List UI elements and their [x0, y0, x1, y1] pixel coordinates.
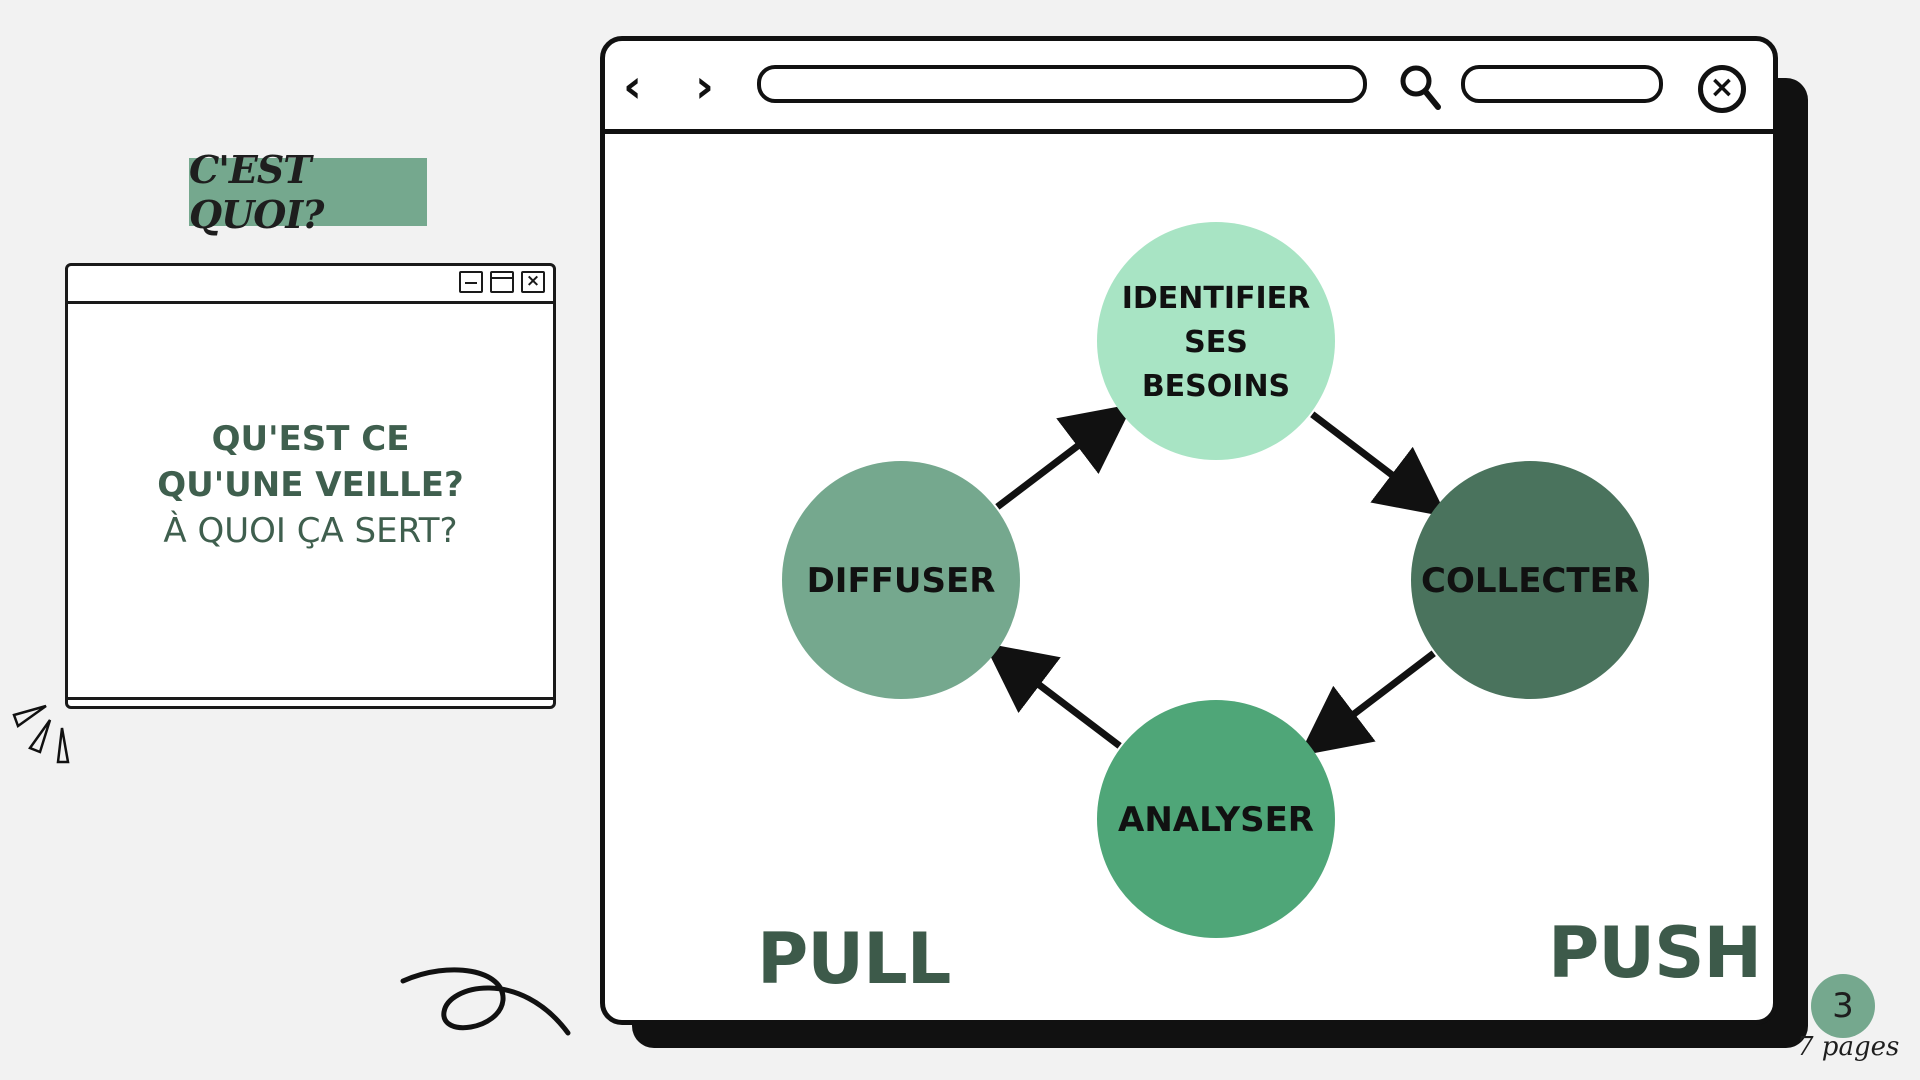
cycle-nodes: IDENTIFIER SES BESOINS COLLECTER ANALYSER DIF…: [782, 222, 1649, 938]
spark-mark-1: [12, 704, 47, 728]
arrow-analyser-to-diffuser: [983, 642, 1122, 749]
loop-doodle: [400, 967, 571, 1036]
cycle-node-label: SES: [1184, 325, 1248, 360]
section-tag: C'EST QUOI?: [189, 147, 427, 237]
cycle-node-collecter: COLLECTER: [1411, 461, 1649, 699]
cycle-node-label: IDENTIFIER: [1122, 281, 1311, 316]
minimize-icon[interactable]: [459, 271, 483, 293]
close-circle-icon[interactable]: ×: [1698, 65, 1746, 113]
window-close-icon[interactable]: ×: [521, 271, 545, 293]
cycle-node-circle: [1097, 700, 1335, 938]
cycle-node-circle: [782, 461, 1020, 699]
cycle-node-diffuser: DIFFUSER: [782, 461, 1020, 699]
window-controls: ×: [459, 271, 545, 293]
cycle-node-circle: [1097, 222, 1335, 460]
push-label: PUSH: [1548, 912, 1762, 994]
arrow-identifier-to-collecter: [1310, 411, 1448, 518]
cycle-node-label: COLLECTER: [1421, 561, 1639, 601]
page-number-badge: 3: [1811, 974, 1875, 1038]
info-window-titlebar: ×: [68, 266, 553, 304]
cycle-node-label: BESOINS: [1142, 369, 1290, 404]
section-tag-label: C'EST QUOI?: [189, 147, 324, 237]
pull-label: PULL: [757, 918, 951, 1000]
spark-mark-2: [28, 719, 52, 754]
chevron-left-icon[interactable]: ‹: [623, 59, 642, 113]
info-question: QU'EST CE QU'UNE VEILLE? À QUOI ÇA SERT?: [68, 416, 553, 554]
browser-toolbar: ‹ › ×: [605, 41, 1773, 134]
cycle-node-identifier: IDENTIFIER SES BESOINS: [1097, 222, 1335, 460]
search-field[interactable]: [1461, 65, 1663, 103]
search-icon[interactable]: [1398, 63, 1442, 113]
cycle-node-label: DIFFUSER: [807, 561, 996, 601]
info-window: × QU'EST CE QU'UNE VEILLE? À QUOI ÇA SER…: [65, 263, 556, 709]
question-line-2: QU'UNE VEILLE?: [157, 465, 464, 505]
chevron-right-icon[interactable]: ›: [695, 59, 714, 113]
arrow-collecter-to-analyser: [1298, 650, 1436, 757]
maximize-icon[interactable]: [490, 271, 514, 293]
page-count-note: 7 pages: [1797, 1032, 1900, 1062]
question-line-3: À QUOI ÇA SERT?: [163, 511, 458, 551]
cycle-node-label: ANALYSER: [1118, 800, 1314, 840]
spark-mark-3: [56, 727, 70, 764]
cycle-node-circle: [1411, 461, 1649, 699]
address-bar[interactable]: [757, 65, 1367, 103]
cycle-arrows: [983, 403, 1448, 757]
info-window-bottombar: [68, 697, 553, 700]
arrow-diffuser-to-identifier: [995, 403, 1134, 510]
question-line-1: QU'EST CE: [211, 419, 410, 459]
cycle-node-analyser: ANALYSER: [1097, 700, 1335, 938]
